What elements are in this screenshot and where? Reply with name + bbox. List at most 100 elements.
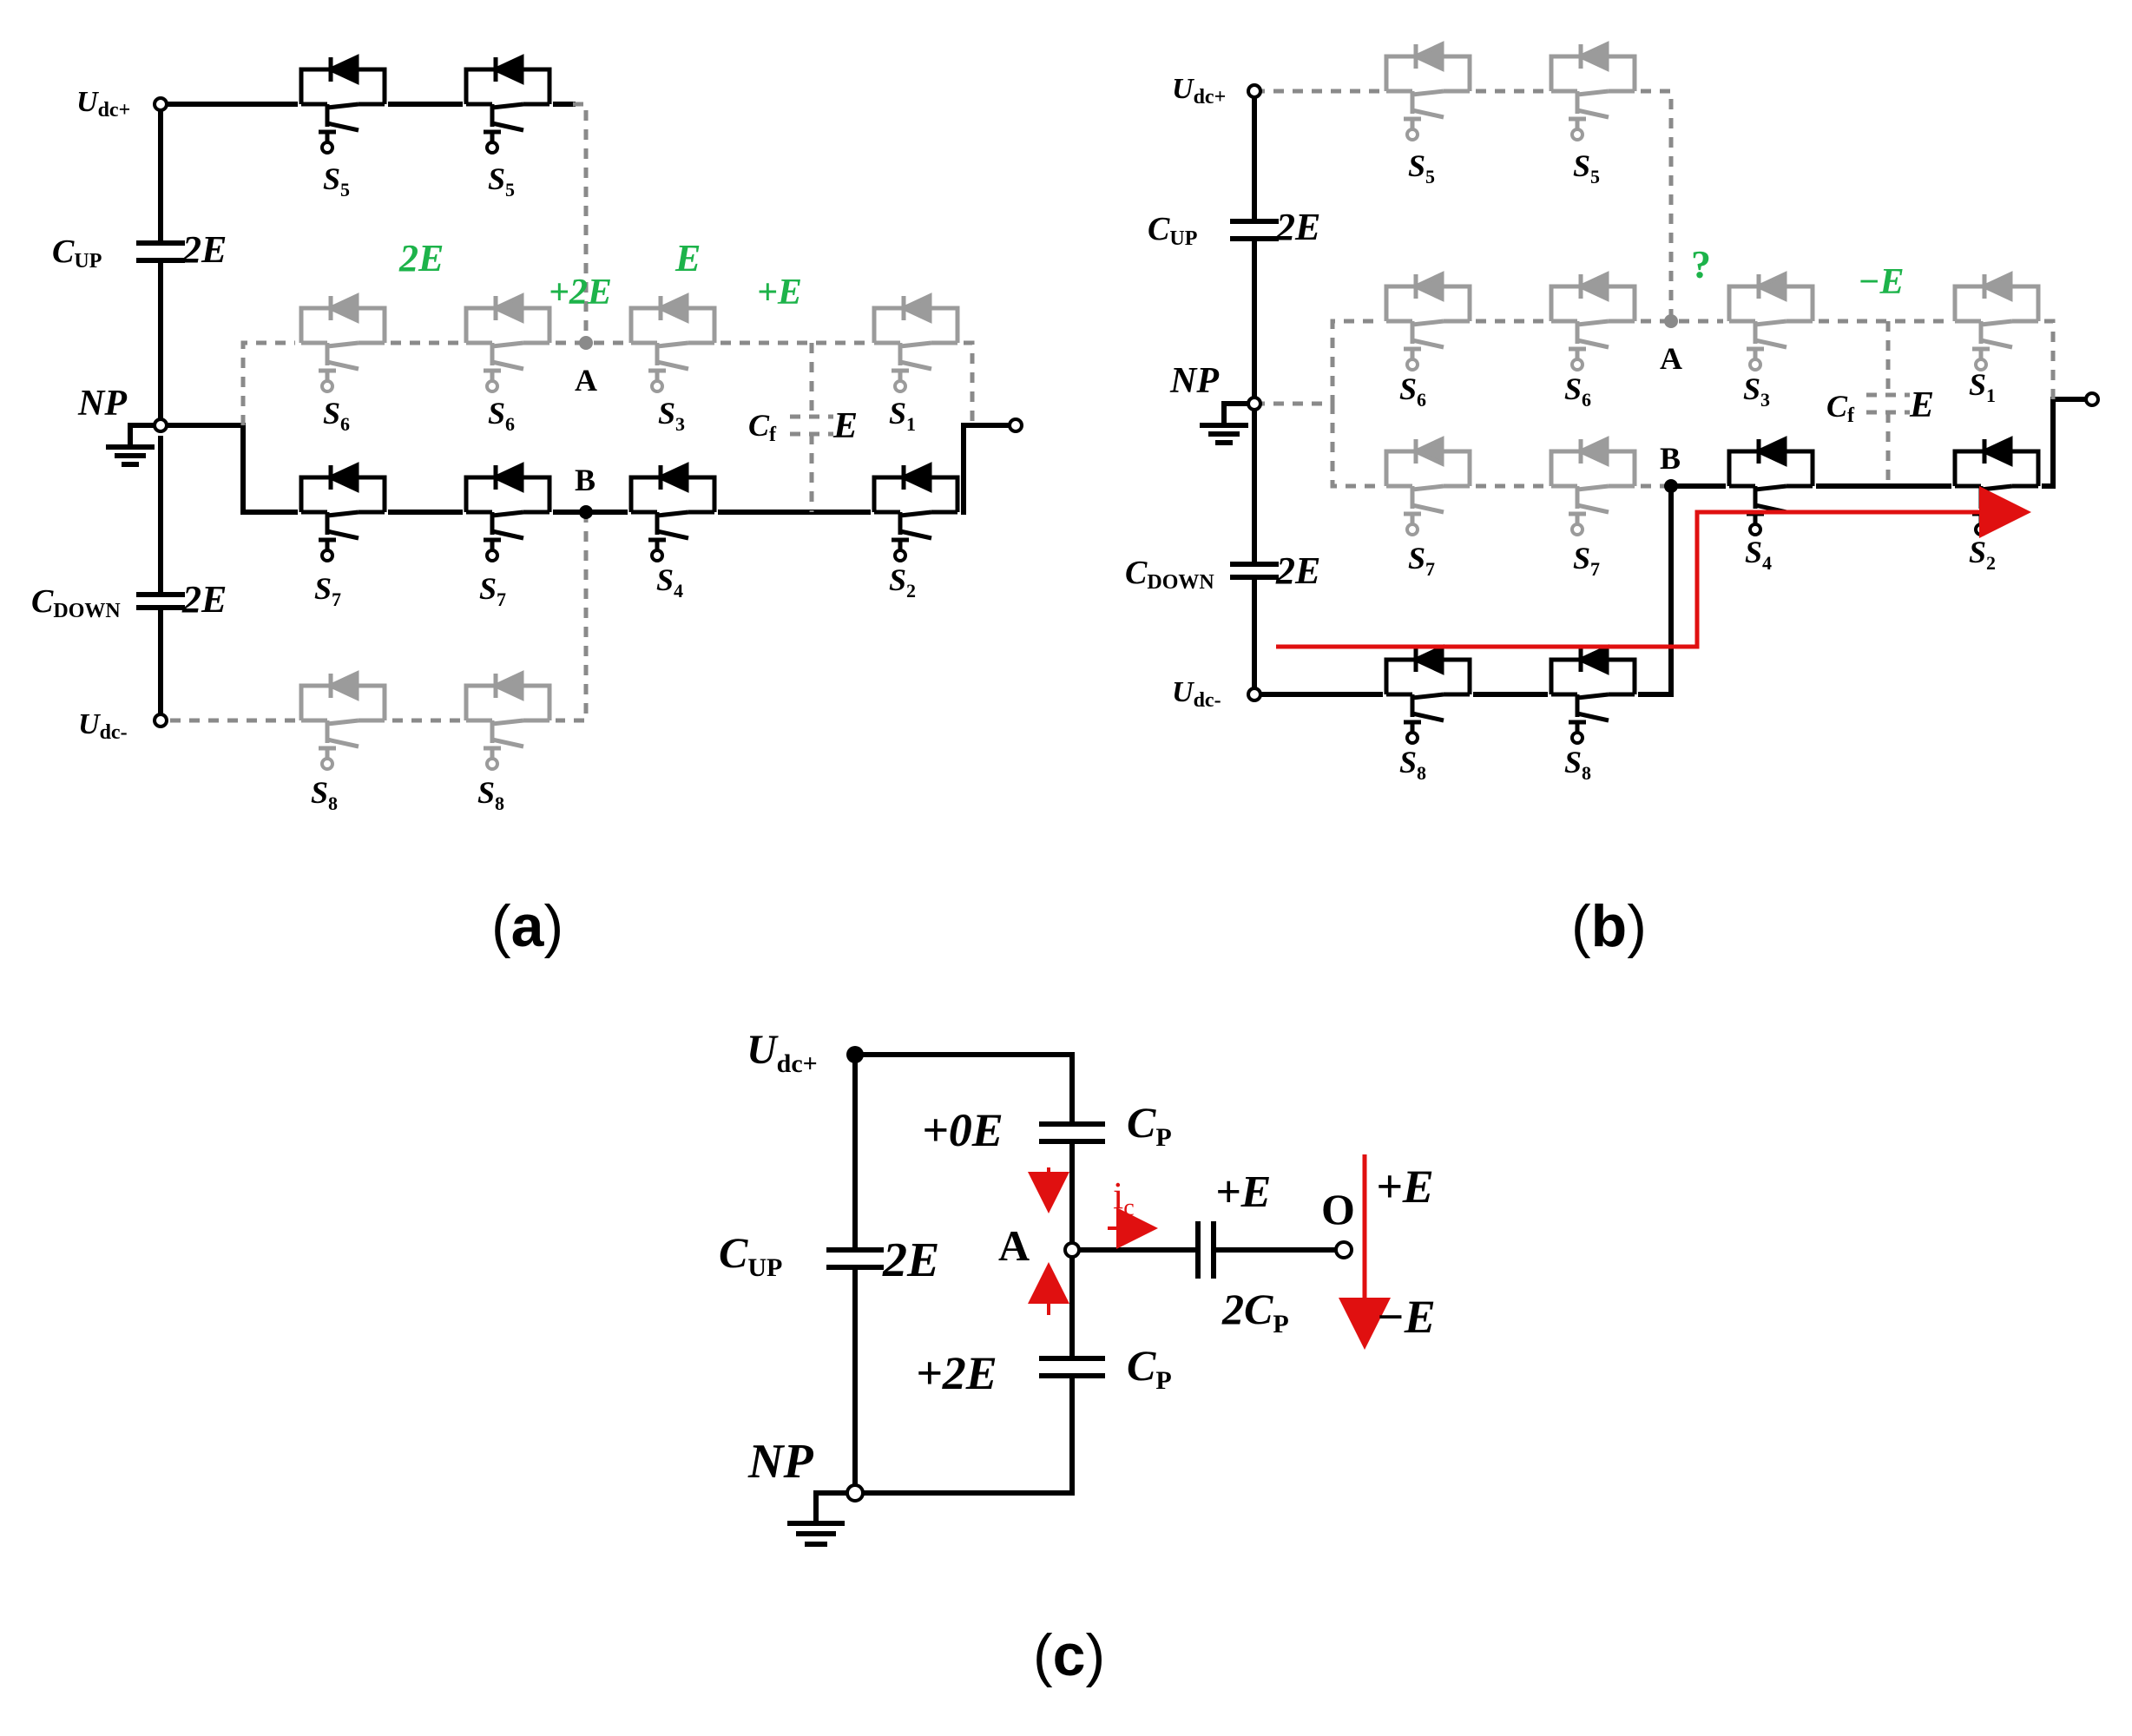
a-node-b-dot (579, 505, 593, 519)
a-node-a-label: A (575, 363, 597, 398)
a-udc-minus-label: Udc- (78, 708, 128, 744)
b-label-s8b: S8 (1564, 745, 1591, 784)
b-voltage-minus-e: −E (1858, 262, 1904, 302)
a-cf-label: Cf (748, 408, 777, 446)
b-label-s7b: S7 (1573, 541, 1600, 580)
b-switch-s6b (1551, 274, 1635, 370)
a-cup-label: CUP (52, 233, 102, 273)
b-dashed-s7 (1330, 404, 1671, 489)
b-cdown-label: CDOWN (1125, 555, 1214, 594)
a-switch-s7b (466, 465, 549, 561)
a-voltage-2e: 2E (398, 237, 444, 279)
b-switch-s1 (1955, 274, 2038, 370)
a-terminal-udc-minus (153, 713, 168, 728)
c-np-label: NP (747, 1435, 813, 1489)
c-cp-top-label: CP (1127, 1098, 1172, 1152)
a-label-s8a: S8 (311, 775, 338, 814)
b-label-s5b: S5 (1573, 148, 1600, 187)
b-label-s8a: S8 (1399, 745, 1426, 784)
b-label-s5a: S5 (1408, 148, 1435, 187)
a-label-s6b: S6 (488, 396, 515, 435)
c-caption: (c) (1033, 1622, 1105, 1688)
b-node-b-label: B (1660, 441, 1681, 476)
c-series-value: +E (1215, 1167, 1271, 1217)
b-switch-s5a (1386, 44, 1470, 140)
c-terminal-udc-plus (846, 1046, 864, 1063)
a-label-s5b: S5 (488, 161, 515, 201)
b-cup-plates (1230, 219, 1279, 241)
a-udc-plus-label: Udc+ (76, 86, 130, 122)
b-voltage-question: ? (1691, 242, 1711, 286)
b-label-s2: S2 (1969, 535, 1996, 574)
b-node-b-dot (1664, 479, 1678, 493)
b-node-a-label: A (1660, 341, 1682, 376)
a-switch-s4 (631, 465, 714, 561)
a-dashed-a-link (161, 102, 589, 723)
b-bottom-rail (1252, 397, 2090, 697)
b-dashed-cf (1866, 321, 1910, 486)
b-terminal-out (2084, 391, 2100, 407)
a-switch-s3 (631, 296, 714, 391)
a-caption: (a) (491, 893, 563, 959)
c-out-minus: −E (1376, 1291, 1436, 1343)
b-terminal-np (1247, 396, 1262, 411)
a-voltage-plus-e: +E (757, 273, 802, 312)
b-switch-s4 (1729, 439, 1813, 535)
b-label-s4: S4 (1745, 535, 1772, 574)
a-label-s4: S4 (656, 562, 683, 602)
b-node-a-dot (1664, 314, 1678, 328)
b-label-s6b: S6 (1564, 372, 1591, 411)
b-current-path-arrow (1276, 486, 2031, 649)
a-np-label: NP (77, 384, 127, 424)
a-terminal-udc-plus (153, 96, 168, 112)
a-cup-value: 2E (181, 228, 227, 271)
a-cdown-label: CDOWN (31, 583, 121, 622)
a-label-s7b: S7 (479, 571, 506, 610)
b-np-ground (1200, 401, 1257, 445)
c-cup-value: 2E (882, 1233, 939, 1287)
c-cp-top-value: +0E (922, 1104, 1003, 1156)
a-dashed-mid-rail (240, 340, 975, 425)
a-label-s6a: S6 (323, 396, 350, 435)
b-label-s6a: S6 (1399, 372, 1426, 411)
a-dashed-cf (790, 343, 833, 512)
b-caption: (b) (1571, 893, 1647, 959)
c-cup-plates (826, 1247, 884, 1270)
b-udc-plus-label: Udc+ (1172, 73, 1226, 108)
a-voltage-plus2e: +2E (549, 273, 612, 312)
a-switch-s5a (301, 57, 385, 153)
c-cp-bottom-label: CP (1127, 1341, 1172, 1395)
a-terminal-out (1008, 418, 1023, 433)
b-switch-s5b (1551, 44, 1635, 140)
b-switch-s2 (1955, 439, 2038, 535)
b-switch-s6a (1386, 274, 1470, 370)
a-switch-s5b (466, 57, 549, 153)
a-node-a-dot (579, 336, 593, 350)
c-cup-label: CUP (719, 1228, 782, 1282)
c-terminal-np (846, 1483, 865, 1503)
a-label-s1: S1 (889, 396, 916, 435)
a-cup-plates (136, 240, 185, 263)
panel-a: Udc+ Udc- CUP 2E CDOWN 2E NP Cf E A B 2E… (31, 57, 1023, 959)
b-switch-s8b (1551, 648, 1635, 743)
b-label-s3: S3 (1743, 372, 1770, 411)
c-series-cap-label: 2CP (1221, 1285, 1289, 1338)
c-udc-plus-label: Udc+ (747, 1027, 818, 1078)
a-label-s5a: S5 (323, 161, 350, 201)
b-cf-value: E (1909, 385, 1934, 425)
b-switch-s8a (1386, 648, 1470, 743)
c-series-branch (1069, 1221, 1344, 1279)
b-switch-s3 (1729, 274, 1813, 370)
b-cdown-value: 2E (1275, 549, 1320, 592)
a-label-s8b: S8 (477, 775, 504, 814)
a-switch-s1 (874, 296, 957, 391)
b-dashed-top (1254, 89, 1674, 321)
panel-b: Udc+ Udc- CUP 2E CDOWN 2E NP Cf E A B ? … (1125, 44, 2100, 959)
a-np-ground (106, 423, 163, 467)
b-dashed-mid (1254, 319, 2056, 406)
a-voltage-e: E (674, 237, 701, 279)
b-switch-s7a (1386, 439, 1470, 535)
a-label-s3: S3 (658, 396, 685, 435)
c-ground (787, 1490, 858, 1547)
c-cp-top-plates (1039, 1121, 1105, 1144)
